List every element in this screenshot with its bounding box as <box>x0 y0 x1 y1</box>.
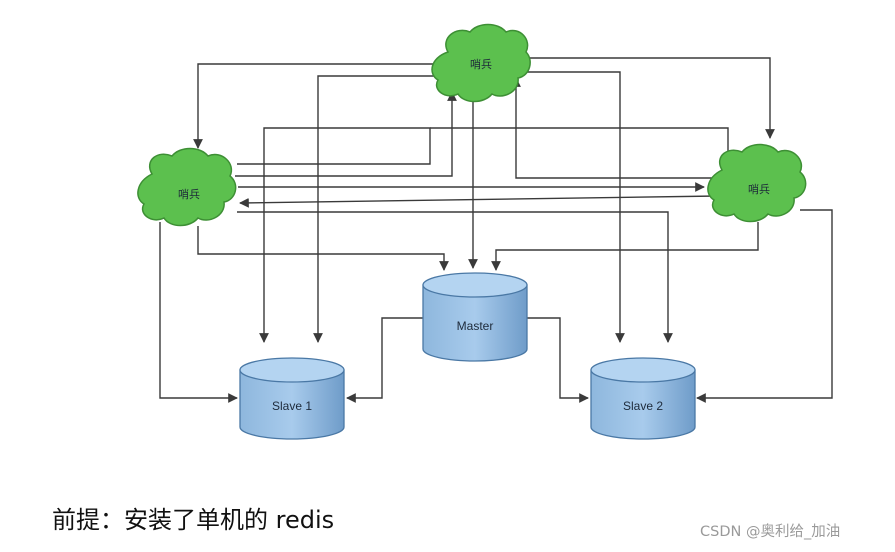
link-top-to-right <box>522 57 775 139</box>
link-right-to-top <box>511 77 712 179</box>
link-left-to-top-a <box>235 91 457 177</box>
link-top-to-slave2 <box>520 71 625 343</box>
cloud-shape <box>707 143 807 223</box>
link-right-to-left <box>239 195 719 208</box>
sentinel-top: 哨兵 <box>431 23 531 103</box>
link-left-to-slave2 <box>237 211 673 343</box>
link-master-to-slave2 <box>526 317 589 403</box>
link-left-to-slave1 <box>159 222 238 403</box>
cloud-shape <box>137 147 237 227</box>
cylinder-top <box>239 357 345 383</box>
master-label: Master <box>457 319 494 333</box>
cylinder-top <box>590 357 696 383</box>
cloud-shape <box>431 23 531 103</box>
cylinder-body <box>422 284 528 362</box>
slave1-label: Slave 1 <box>272 399 312 413</box>
slave2-db: Slave 2 <box>590 357 696 440</box>
link-right-to-slave2 <box>696 209 833 403</box>
link-top-to-slave1 <box>313 75 440 343</box>
caption-text: 前提：安装了单机的 redis <box>52 506 335 534</box>
link-left-to-master <box>197 226 449 271</box>
watermark-text: CSDN @奥利给_加油 <box>700 524 841 540</box>
cylinder-body <box>239 369 345 440</box>
sentinel-left: 哨兵 <box>137 147 237 227</box>
slave1-db: Slave 1 <box>239 357 345 440</box>
link-left-to-top-b <box>237 127 431 343</box>
master-db: Master <box>422 272 528 362</box>
link-master-to-slave1 <box>346 317 424 403</box>
cylinder-top <box>422 272 528 298</box>
link-top-to-left <box>193 63 440 149</box>
sentinel-top-label: 哨兵 <box>470 58 492 71</box>
link-right-to-slave1-up <box>430 127 729 156</box>
connectors <box>159 57 833 403</box>
sentinel-left-label: 哨兵 <box>178 188 200 201</box>
sentinel-right-label: 哨兵 <box>748 183 770 196</box>
slave2-label: Slave 2 <box>623 399 663 413</box>
cylinder-body <box>590 369 696 440</box>
sentinel-right: 哨兵 <box>707 143 807 223</box>
link-right-to-master <box>491 222 759 271</box>
